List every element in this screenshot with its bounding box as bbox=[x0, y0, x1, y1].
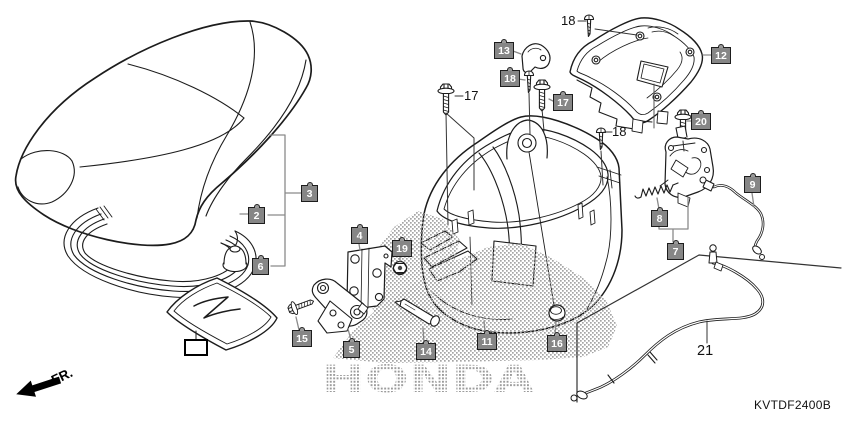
screw-18-top-drawing bbox=[583, 14, 595, 38]
fr-direction-arrow: FR. bbox=[16, 365, 75, 397]
part-label-14[interactable]: 14 bbox=[416, 343, 436, 360]
part-label-20[interactable]: 20 bbox=[691, 113, 711, 130]
halftone-shading: HONDA bbox=[322, 211, 617, 401]
part-label-17[interactable]: 17 bbox=[553, 94, 573, 111]
plug-16-drawing bbox=[548, 304, 566, 322]
nut-19-drawing bbox=[392, 260, 408, 276]
fr-label: FR. bbox=[49, 365, 75, 388]
part-label-3[interactable]: 3 bbox=[301, 185, 318, 202]
part-label-7[interactable]: 7 bbox=[667, 243, 684, 260]
bolt-17-left-drawing bbox=[437, 83, 455, 116]
document-pocket-drawing bbox=[166, 277, 278, 351]
rubber-cushion-drawing bbox=[222, 245, 248, 273]
carrier-base-drawing bbox=[569, 17, 704, 134]
annotation-21: 21 bbox=[697, 343, 714, 359]
screw-18-left-drawing bbox=[523, 70, 535, 94]
seat-drawing bbox=[14, 20, 312, 247]
annotation-17-left: 17 bbox=[464, 88, 479, 103]
diagram-code: KVTDF2400B bbox=[754, 398, 832, 412]
part-label-4[interactable]: 4 bbox=[351, 227, 368, 244]
part-label-16[interactable]: 16 bbox=[547, 335, 567, 352]
honda-watermark: HONDA bbox=[322, 358, 535, 401]
annotation-18-top: 18 bbox=[561, 13, 576, 28]
lock-lever-drawing bbox=[311, 278, 369, 334]
hinge-pin-drawing bbox=[394, 298, 440, 327]
part-label-19[interactable]: 19 bbox=[392, 240, 412, 257]
spring-drawing bbox=[634, 182, 679, 199]
seat-hook-drawing bbox=[521, 43, 551, 74]
part-label-15[interactable]: 15 bbox=[292, 330, 312, 347]
part-label-11[interactable]: 11 bbox=[477, 333, 497, 350]
part-label-2[interactable]: 2 bbox=[248, 207, 265, 224]
part-label-5[interactable]: 5 bbox=[343, 341, 360, 358]
leader-lines-black bbox=[445, 20, 708, 344]
bolt-15-drawing bbox=[286, 294, 317, 318]
part-label-8[interactable]: 8 bbox=[651, 210, 668, 227]
part-label-18[interactable]: 18 bbox=[500, 70, 520, 87]
blank-part-label[interactable] bbox=[184, 339, 208, 356]
part-label-6[interactable]: 6 bbox=[252, 258, 269, 275]
opener-cable-drawing bbox=[570, 244, 842, 403]
part-label-13[interactable]: 13 bbox=[494, 42, 514, 59]
part-label-12[interactable]: 12 bbox=[711, 47, 731, 64]
seat-lock-latch-drawing bbox=[659, 125, 714, 208]
part-label-9[interactable]: 9 bbox=[744, 176, 761, 193]
annotation-18-mid: 18 bbox=[612, 124, 627, 139]
lock-cable-drawing bbox=[699, 176, 765, 260]
hinge-bracket-drawing bbox=[346, 245, 393, 310]
bolt-17-right-drawing bbox=[533, 79, 551, 112]
